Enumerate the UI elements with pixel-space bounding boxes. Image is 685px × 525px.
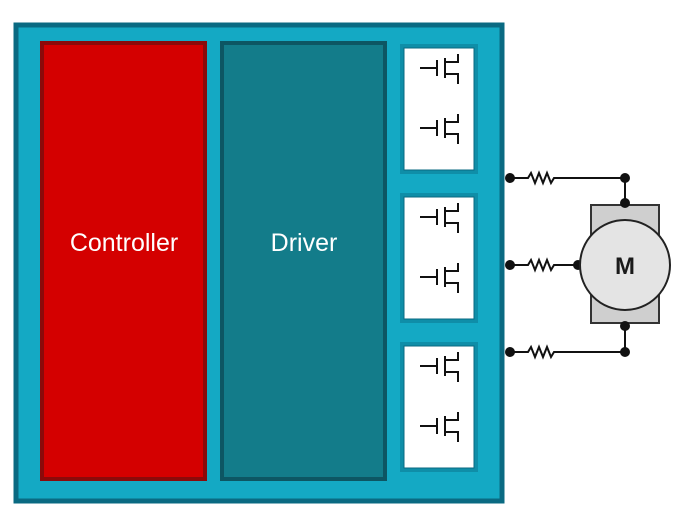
fet-stage-3 — [400, 342, 478, 472]
motor-terminal — [620, 321, 630, 331]
fet-low-side-icon — [420, 412, 459, 442]
phase-node — [620, 347, 630, 357]
motor-body-icon — [579, 219, 671, 311]
motor: M — [579, 198, 671, 331]
motor-terminal — [620, 198, 630, 208]
fet-high-side-icon — [420, 203, 459, 233]
motor-label: M — [615, 253, 635, 280]
fet-stage-2 — [400, 193, 478, 323]
driver-label: Driver — [271, 229, 338, 257]
phase-node — [620, 173, 630, 183]
phase-node — [505, 347, 515, 357]
fet-low-side-icon — [420, 114, 459, 144]
phase-wire-top — [510, 170, 626, 200]
controller-label: Controller — [70, 229, 178, 257]
fet-stage-1 — [400, 44, 478, 174]
fet-low-side-icon — [420, 263, 459, 293]
phase-node — [505, 173, 515, 183]
fet-high-side-icon — [420, 54, 459, 84]
phase-node — [505, 260, 515, 270]
phase-wire-middle — [510, 257, 580, 273]
phase-wire-bottom — [510, 328, 626, 360]
controller-block — [40, 41, 207, 481]
driver-block — [220, 41, 387, 481]
fet-high-side-icon — [420, 352, 459, 382]
